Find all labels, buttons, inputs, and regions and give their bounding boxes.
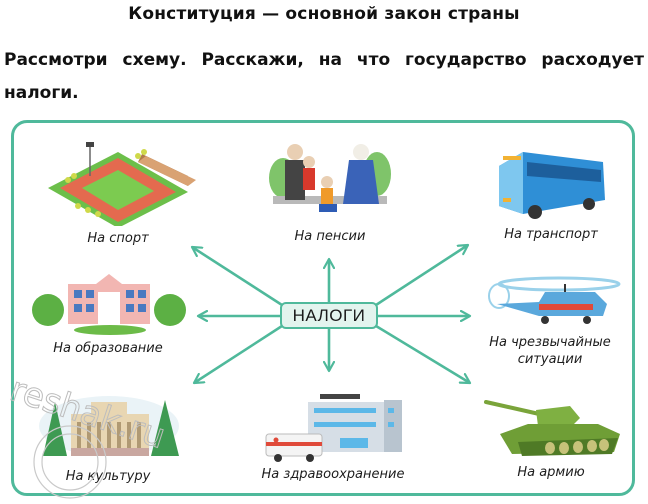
helicopter-icon bbox=[488, 276, 621, 324]
item-sport: На спорт bbox=[28, 136, 208, 247]
school-building-icon bbox=[32, 274, 186, 335]
arrow-to-army bbox=[375, 324, 470, 385]
arrow-to-sport bbox=[192, 247, 283, 307]
tank-icon bbox=[484, 400, 620, 456]
item-healthcare: На здравоохранение bbox=[248, 390, 418, 483]
label-education: На образование bbox=[53, 341, 163, 356]
task-text: Рассмотри схему. Расскажи, на что госуда… bbox=[4, 50, 644, 103]
stadium-icon bbox=[48, 142, 196, 228]
label-healthcare: На здравоохранение bbox=[261, 467, 405, 482]
label-sport: На спорт bbox=[87, 231, 149, 246]
label-transport: На транспорт bbox=[504, 227, 598, 242]
page-title: Конституция — основной закон страны bbox=[128, 4, 520, 24]
item-pensions: На пенсии bbox=[250, 138, 410, 245]
item-education: На образование bbox=[28, 270, 188, 357]
item-transport: На транспорт bbox=[476, 148, 626, 243]
label-culture: На культуру bbox=[65, 469, 151, 484]
item-emergency: На чрезвычайные ситуации bbox=[468, 270, 632, 368]
family-elderly-icon bbox=[269, 144, 391, 212]
label-pensions: На пенсии bbox=[294, 229, 366, 244]
item-army: На армию bbox=[476, 394, 626, 481]
bus-icon bbox=[499, 152, 605, 219]
label-army: На армию bbox=[517, 465, 585, 480]
hospital-ambulance-icon bbox=[265, 394, 402, 462]
label-emergency-line2: ситуации bbox=[517, 352, 583, 367]
diagram-frame bbox=[11, 120, 635, 496]
arrow-to-transport bbox=[375, 245, 468, 307]
label-emergency-line1: На чрезвычайные bbox=[489, 335, 611, 350]
arrow-to-culture bbox=[194, 324, 283, 383]
item-culture: На культуру bbox=[28, 392, 188, 485]
taxes-center-box: НАЛОГИ bbox=[280, 302, 378, 329]
theater-building-icon bbox=[39, 396, 179, 456]
